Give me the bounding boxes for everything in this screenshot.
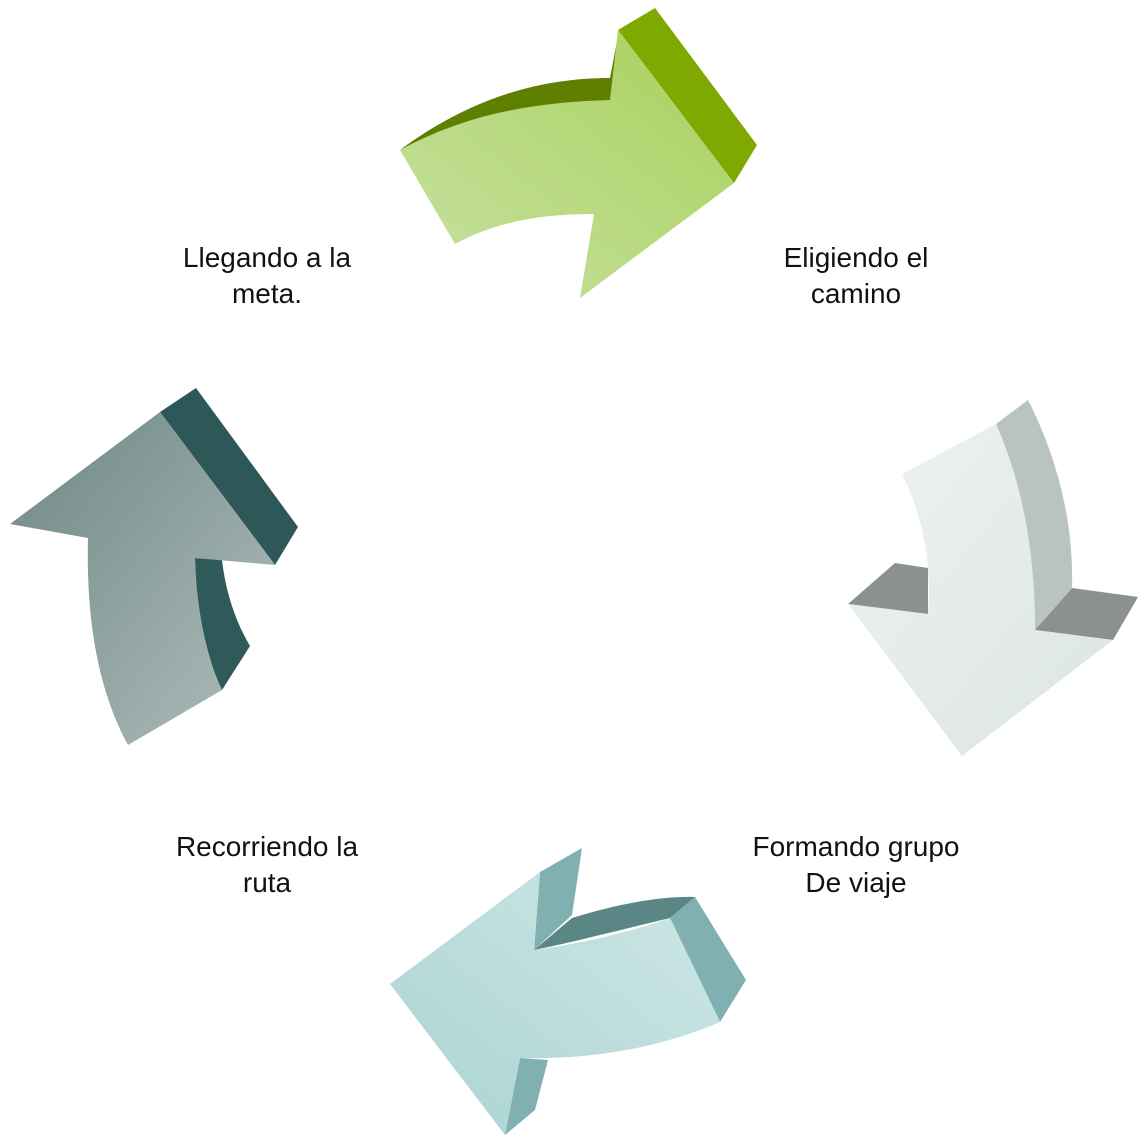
arrow-step-1: [400, 8, 757, 298]
arrow-step-2-left-flap: [848, 563, 928, 614]
arrow-step-3-top-flap: [534, 848, 582, 950]
step-label-formando-grupo: Formando grupo De viaje: [696, 829, 1016, 901]
arrow-step-4-face: [10, 412, 275, 745]
step-label-recorriendo-la-ruta: Recorriendo la ruta: [107, 829, 427, 901]
step-label-line: Llegando a la: [182, 242, 352, 273]
step-label-line: ruta: [242, 867, 292, 898]
arrow-step-2-right-flap: [1035, 588, 1138, 640]
step-label-eligiendo-el-camino: Eligiendo el camino: [696, 240, 1016, 312]
step-label-line: Recorriendo la: [175, 831, 359, 862]
step-label-line: meta.: [231, 278, 303, 309]
arrow-step-2-side: [996, 400, 1073, 630]
arrow-step-4-inner: [195, 558, 250, 690]
arrow-step-4: [10, 388, 298, 745]
arrow-step-2-face: [848, 424, 1113, 756]
arrow-step-3: [390, 848, 746, 1135]
step-label-line: Eligiendo el: [783, 242, 929, 273]
step-label-line: camino: [810, 278, 902, 309]
arrow-step-3-top-inner: [534, 896, 695, 950]
arrow-step-3-bottom-side: [505, 1058, 548, 1135]
arrow-step-1-underside: [400, 36, 618, 150]
step-label-line: Formando grupo: [752, 831, 960, 862]
arrow-step-3-right-side: [670, 897, 746, 1022]
arrow-step-1-face: [400, 30, 734, 298]
arrow-step-2: [848, 400, 1138, 756]
step-label-llegando-a-la-meta: Llegando a la meta.: [107, 240, 427, 312]
arrow-step-4-side: [160, 388, 298, 565]
arrow-step-1-side: [618, 8, 757, 183]
arrow-step-3-face: [390, 872, 720, 1135]
step-label-line: De viaje: [805, 867, 907, 898]
